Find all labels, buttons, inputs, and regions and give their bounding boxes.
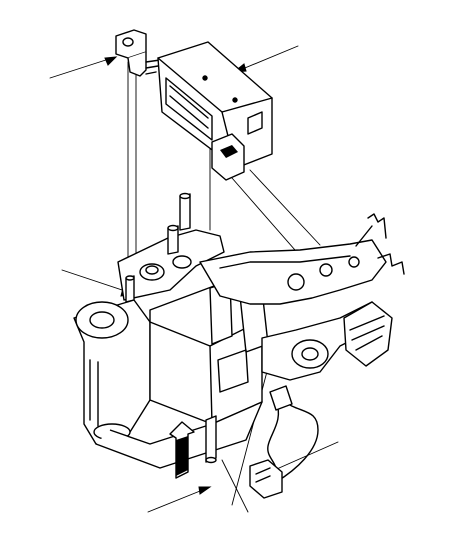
bracket-nut-inner xyxy=(145,265,159,275)
harness-connector xyxy=(249,459,283,499)
solenoid-hole-2 xyxy=(232,97,238,103)
harness-connector-pins xyxy=(255,467,271,483)
coil-lines xyxy=(169,85,209,129)
solenoid-coil-window xyxy=(165,77,213,141)
sector-teeth-lower xyxy=(377,253,405,275)
stud-front-top xyxy=(167,224,179,232)
leader-top-left xyxy=(49,57,113,79)
sector-plate-inner-edge xyxy=(219,255,351,269)
bracket-stud-rear xyxy=(179,193,191,231)
leader-arrowhead-bottom-left xyxy=(198,486,212,495)
sector-plate-hole-3 xyxy=(348,256,360,268)
rod-tip xyxy=(205,456,217,464)
rod xyxy=(205,415,217,463)
alignment-line-rod xyxy=(231,359,271,506)
lower-arm-boss-hole xyxy=(301,347,319,361)
sector-plate-hole-2 xyxy=(319,263,333,277)
housing-window xyxy=(217,349,249,393)
locating-pin-top xyxy=(125,275,135,281)
solenoid-hole-1 xyxy=(202,75,208,81)
leader-bottom-center xyxy=(221,459,249,513)
solenoid-side-rib xyxy=(247,111,263,135)
sector-arm xyxy=(355,225,373,247)
wire-harness xyxy=(249,385,319,499)
leader-lower-right xyxy=(269,441,339,473)
solenoid-body xyxy=(157,41,273,169)
sector-connector-plug xyxy=(343,301,393,367)
solenoid xyxy=(115,29,273,181)
leader-top-right xyxy=(239,45,299,71)
up-arrow-icon xyxy=(169,421,195,479)
sector-plate-outline xyxy=(199,239,387,305)
main-housing xyxy=(73,281,269,469)
sector-plate-hole-1 xyxy=(287,273,305,291)
cylinder-shading-lines xyxy=(89,359,99,427)
mounting-bracket xyxy=(117,192,225,303)
leader-mid-left xyxy=(61,269,129,293)
leader-arrowhead-top-left xyxy=(104,56,118,66)
solenoid-connector-socket xyxy=(220,145,238,158)
sector-teeth-upper xyxy=(367,213,387,239)
leader-bottom-left xyxy=(147,488,206,513)
plunger-eye-hole xyxy=(122,37,134,47)
cylinder-bore xyxy=(89,311,115,329)
plug-ribs xyxy=(349,315,385,351)
harness-wire-2 xyxy=(275,399,319,483)
alignment-line-diagonal-2 xyxy=(249,169,321,246)
harness-clip xyxy=(269,385,293,411)
stud-rear-top xyxy=(179,192,191,200)
plunger-shaft xyxy=(127,52,147,77)
bracket-washer xyxy=(172,255,192,269)
housing-body-vertical xyxy=(209,345,213,425)
direction-arrow-shaft-fill xyxy=(176,436,188,476)
sector-plate xyxy=(199,213,405,381)
